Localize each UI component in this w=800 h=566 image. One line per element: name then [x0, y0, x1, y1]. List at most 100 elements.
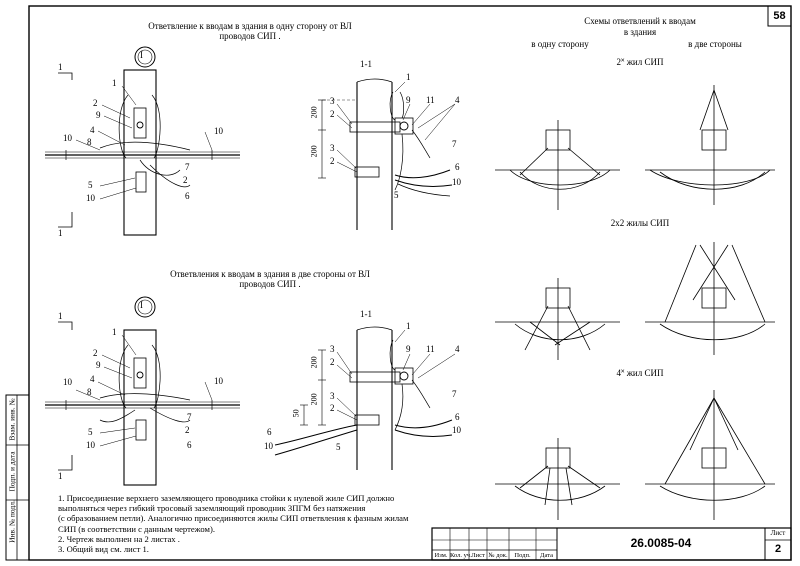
tb-header: Кол. уч. [450, 552, 472, 559]
callout: 5 [394, 190, 399, 200]
scheme-2x2-two-sides [645, 242, 775, 355]
bottom-section-label: 1-1 [360, 309, 372, 319]
callout: 8 [87, 387, 92, 397]
dim-200-upper: 200 [309, 356, 319, 369]
top-pole-view [45, 46, 240, 236]
callout: 10 [452, 425, 461, 435]
dim-50: 50 [291, 409, 301, 418]
callout: 7 [452, 389, 457, 399]
callout: 10 [63, 377, 72, 387]
callout: 3 [330, 96, 335, 106]
bottom-cut-mark-upper: 1 [58, 311, 63, 321]
dim-200-lower: 200 [309, 393, 319, 406]
callout: 2 [185, 425, 190, 435]
sheet-frame [5, 5, 792, 561]
schemes-row2-label: 2х2 жилы СИП [610, 218, 670, 228]
callout: 2 [330, 109, 335, 119]
callout: 2 [330, 357, 335, 367]
callout: 10 [63, 133, 72, 143]
callout: 6 [185, 191, 190, 201]
bottom-title-line1: Ответвления к вводам в здания в две стор… [170, 269, 370, 279]
callout: 4 [455, 95, 460, 105]
callout: 9 [406, 344, 411, 354]
callout: 7 [185, 162, 190, 172]
bottom-title-line2: проводов СИП . [239, 279, 301, 289]
dim-200-lower: 200 [309, 145, 319, 158]
callout: 5 [336, 442, 341, 452]
callout: 9 [96, 110, 101, 120]
callout: 8 [87, 137, 92, 147]
tb-list-label: Лист [770, 529, 786, 537]
page-number: 58 [773, 10, 786, 22]
top-title-line1: Ответвление к вводам в здания в одну сто… [148, 21, 352, 31]
callout: 2 [183, 175, 188, 185]
tb-header: Лист [471, 552, 485, 559]
tb-header: № док. [488, 552, 508, 559]
callout: 1 [112, 78, 117, 88]
callout: 6 [267, 427, 272, 437]
scheme-2w-two-sides [645, 85, 775, 205]
note-line: 3. Общий вид см. лист 1. [58, 544, 149, 555]
callout: 3 [330, 391, 335, 401]
callout: 11 [426, 95, 435, 105]
bottom-view-marker: I [140, 300, 143, 310]
stamp-inv-no: Инв. № подл. [7, 500, 17, 543]
schemes-col-two-sides: в две стороны [688, 39, 742, 49]
callout: 9 [406, 95, 411, 105]
tb-header: Подп. [514, 552, 531, 559]
note-line: СИП (в соответствии с данным чертежом). [58, 523, 215, 534]
schemes-row1-label: 2˟ жил СИП [616, 57, 664, 67]
callout: 10 [264, 441, 273, 451]
stamp-replace-inv: Взам. инв. № [7, 398, 17, 441]
top-title-line2: проводов СИП . [219, 31, 281, 41]
callout: 2 [93, 98, 98, 108]
callout: 6 [455, 162, 460, 172]
callout: 7 [187, 412, 192, 422]
callout: 10 [214, 376, 223, 386]
top-section-view [318, 78, 456, 230]
tb-header: Изм. [434, 552, 448, 559]
callout: 1 [406, 72, 411, 82]
tb-list-number: 2 [774, 543, 782, 555]
note-line: 2. Чертеж выполнен на 2 листах . [58, 533, 180, 544]
callout: 10 [452, 177, 461, 187]
callout: 4 [90, 374, 95, 384]
scheme-4w-two-sides [645, 390, 775, 520]
callout: 1 [406, 321, 411, 331]
callout: 7 [452, 139, 457, 149]
tb-header: Дата [540, 552, 553, 559]
note-line: выполняться через гибкий тросовый заземл… [58, 503, 366, 514]
callout: 10 [214, 126, 223, 136]
dim-200-upper: 200 [309, 106, 319, 119]
callout: 2 [330, 403, 335, 413]
top-view-marker: I [140, 50, 143, 60]
scheme-2w-one-side [495, 120, 620, 210]
callout: 3 [330, 344, 335, 354]
callout: 3 [330, 143, 335, 153]
callout: 10 [86, 193, 95, 203]
callout: 11 [426, 344, 435, 354]
top-cut-mark-lower: 1 [58, 228, 63, 238]
callout: 2 [93, 348, 98, 358]
bottom-section-view [274, 326, 456, 470]
callout: 6 [187, 440, 192, 450]
schemes-title-line1: Схемы ответвлений к вводам [584, 16, 696, 26]
callout: 2 [330, 156, 335, 166]
callout: 5 [88, 180, 93, 190]
callout: 9 [96, 360, 101, 370]
callout: 5 [88, 427, 93, 437]
drawing-designation: 26.0085-04 [630, 536, 692, 550]
schemes-col-one-side: в одну сторону [531, 39, 589, 49]
schemes-row3-label: 4˟ жил СИП [616, 368, 664, 378]
schemes-area [495, 85, 775, 520]
callout: 1 [112, 327, 117, 337]
note-line: 1. Присоединение верхнего заземляющего п… [58, 493, 395, 503]
schemes-title-line2: в здания [623, 27, 657, 37]
bottom-pole-view [45, 296, 240, 486]
callout: 4 [90, 125, 95, 135]
top-section-label: 1-1 [360, 59, 372, 69]
scheme-2x2-one-side [495, 278, 620, 360]
bottom-cut-mark-lower: 1 [58, 471, 63, 481]
